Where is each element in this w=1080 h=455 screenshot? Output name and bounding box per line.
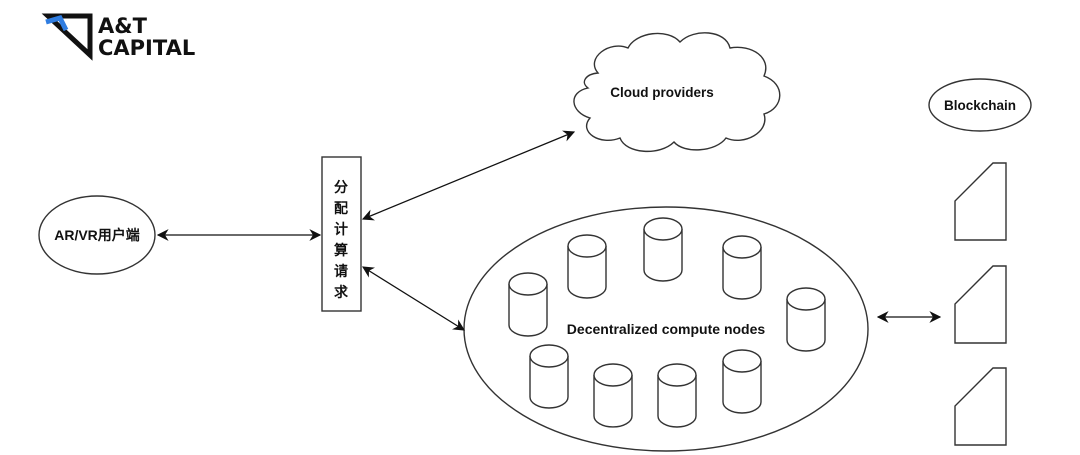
compute-label: Decentralized compute nodes bbox=[567, 321, 766, 337]
compute-node-cylinder-icon bbox=[722, 235, 762, 300]
blockchain-block-icon bbox=[954, 367, 1007, 446]
blockchain-node: Blockchain bbox=[928, 78, 1032, 446]
logo-mark-icon bbox=[41, 13, 93, 61]
client-label: AR/VR用户端 bbox=[54, 227, 140, 243]
edge-dispatcher-compute bbox=[362, 266, 465, 331]
compute-node-cylinder-icon bbox=[529, 344, 569, 409]
dispatcher-node: 分 配 计 算 请 求 bbox=[321, 156, 362, 312]
blockchain-block-icon bbox=[954, 265, 1007, 344]
blockchain-label: Blockchain bbox=[944, 98, 1016, 113]
blockchain-block-icon bbox=[954, 162, 1007, 241]
client-node: AR/VR用户端 bbox=[38, 195, 156, 275]
compute-node-cylinder-icon bbox=[786, 287, 826, 352]
dispatcher-char: 计 bbox=[334, 221, 348, 237]
cloud-node: Cloud providers bbox=[573, 32, 781, 153]
cloud-label: Cloud providers bbox=[610, 85, 714, 100]
dispatcher-char: 请 bbox=[334, 263, 348, 279]
dispatcher-char: 求 bbox=[334, 284, 349, 300]
edge-dispatcher-cloud bbox=[361, 130, 576, 221]
compute-node-cylinder-icon bbox=[593, 363, 633, 428]
compute-node-cylinder-icon bbox=[722, 349, 762, 414]
compute-node-cylinder-icon bbox=[508, 272, 548, 337]
logo-line-1: A&T bbox=[98, 14, 148, 38]
compute-node: Decentralized compute nodes bbox=[463, 206, 869, 452]
compute-node-cylinder-icon bbox=[657, 363, 697, 428]
logo: A&T CAPITAL bbox=[41, 13, 195, 61]
dispatcher-char: 配 bbox=[334, 200, 348, 216]
compute-node-cylinder-icon bbox=[567, 234, 607, 299]
dispatcher-char: 算 bbox=[334, 242, 348, 258]
compute-node-cylinder-icon bbox=[643, 217, 683, 282]
logo-line-2: CAPITAL bbox=[98, 36, 195, 60]
dispatcher-char: 分 bbox=[334, 179, 348, 195]
